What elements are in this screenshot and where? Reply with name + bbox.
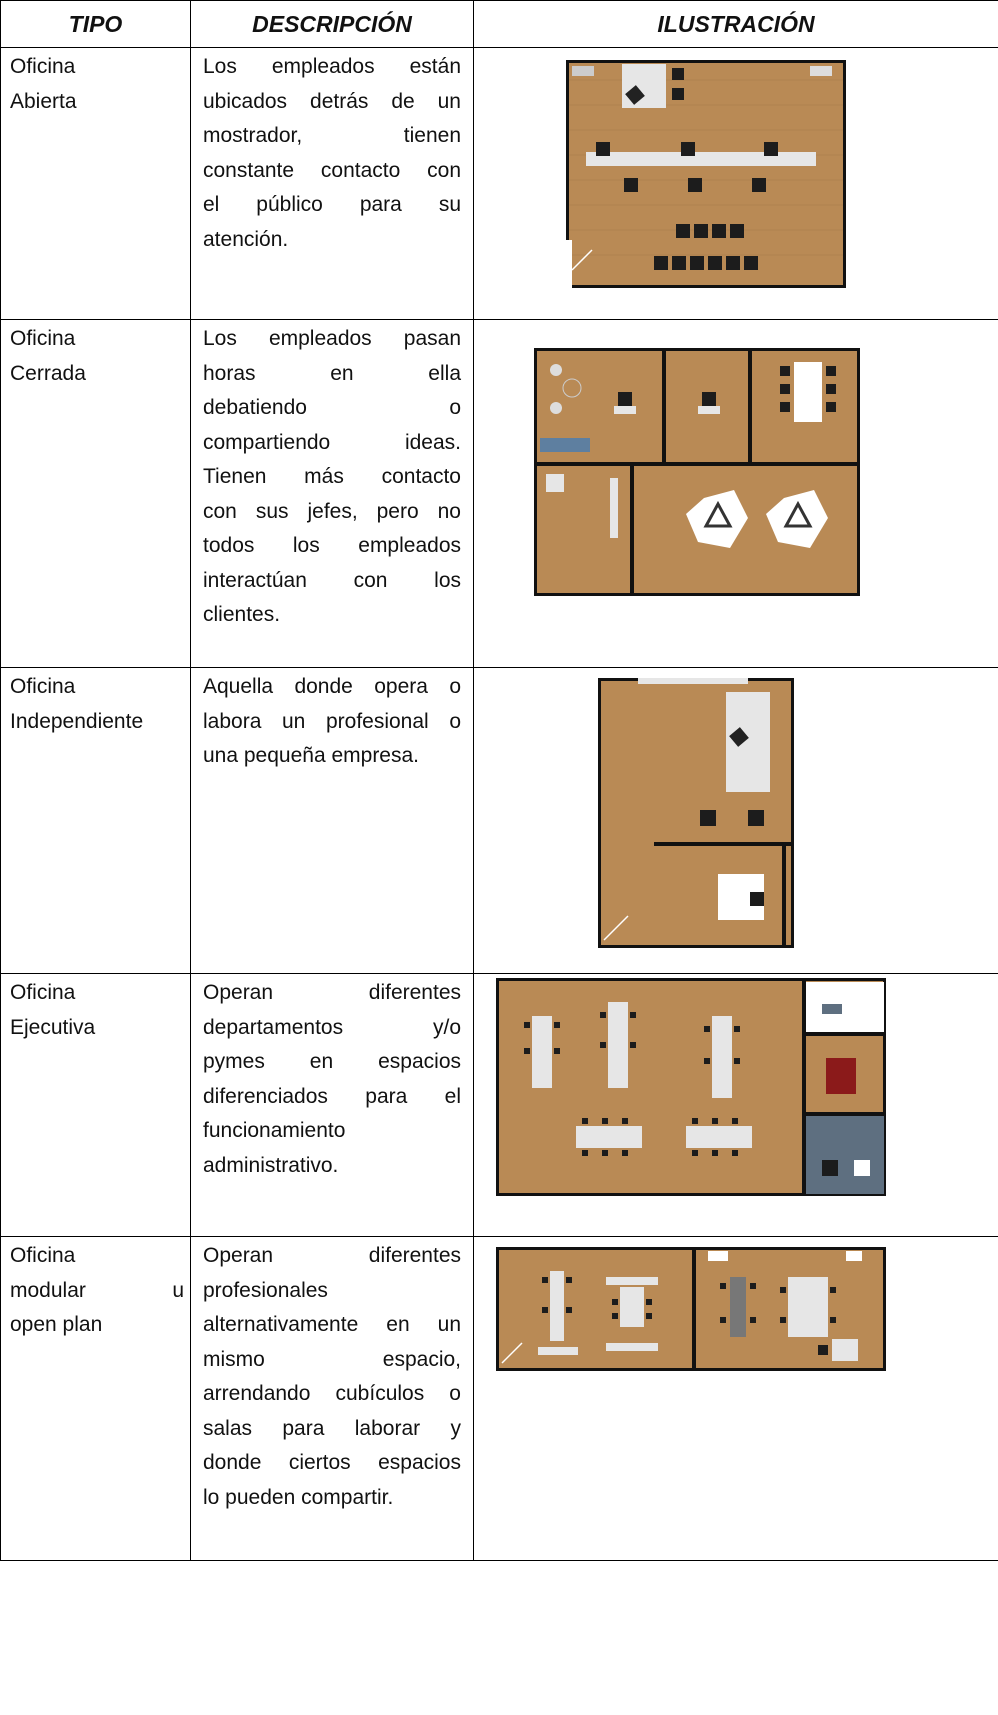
descripcion-cell: Los empleados pasan horas en ella debati… xyxy=(190,319,474,668)
tipo-cell: Oficina Cerrada xyxy=(0,319,191,668)
office-types-table: TIPO DESCRIPCIÓN ILUSTRACIÓN Oficina Abi… xyxy=(0,0,998,1561)
header-ilustracion: ILUSTRACIÓN xyxy=(473,0,998,48)
descripcion-cell: Los empleados están ubicados detrás de u… xyxy=(190,47,474,320)
table-row: Oficina Abierta Los empleados están ubic… xyxy=(0,47,998,320)
ilustracion-cell xyxy=(473,47,998,320)
header-descripcion: DESCRIPCIÓN xyxy=(190,0,474,48)
executive-office-floor-plan xyxy=(496,978,886,1196)
header-tipo: TIPO xyxy=(0,0,191,48)
table-row: Oficina Ejecutiva Operan diferentes depa… xyxy=(0,973,998,1237)
descripcion-cell: Aquella donde opera o labora un profesio… xyxy=(190,667,474,974)
open-plan-floor-plan xyxy=(496,1247,886,1371)
independent-office-floor-plan xyxy=(598,678,794,948)
ilustracion-cell xyxy=(473,667,998,974)
tipo-cell: Oficina Independiente xyxy=(0,667,191,974)
descripcion-cell: Operan diferentes departamentos y/o pyme… xyxy=(190,973,474,1237)
tipo-cell: Oficina modular u open plan xyxy=(0,1236,191,1561)
closed-office-floor-plan xyxy=(534,348,860,596)
table-row: Oficina Cerrada Los empleados pasan hora… xyxy=(0,319,998,668)
table-row: Oficina Independiente Aquella donde oper… xyxy=(0,667,998,974)
header-row: TIPO DESCRIPCIÓN ILUSTRACIÓN xyxy=(0,0,998,48)
table-row: Oficina modular u open plan Operan difer… xyxy=(0,1236,998,1561)
open-office-floor-plan xyxy=(566,60,846,288)
ilustracion-cell xyxy=(473,973,998,1237)
tipo-cell: Oficina Ejecutiva xyxy=(0,973,191,1237)
ilustracion-cell xyxy=(473,319,998,668)
descripcion-cell: Operan diferentes profesionales alternat… xyxy=(190,1236,474,1561)
tipo-cell: Oficina Abierta xyxy=(0,47,191,320)
ilustracion-cell xyxy=(473,1236,998,1561)
